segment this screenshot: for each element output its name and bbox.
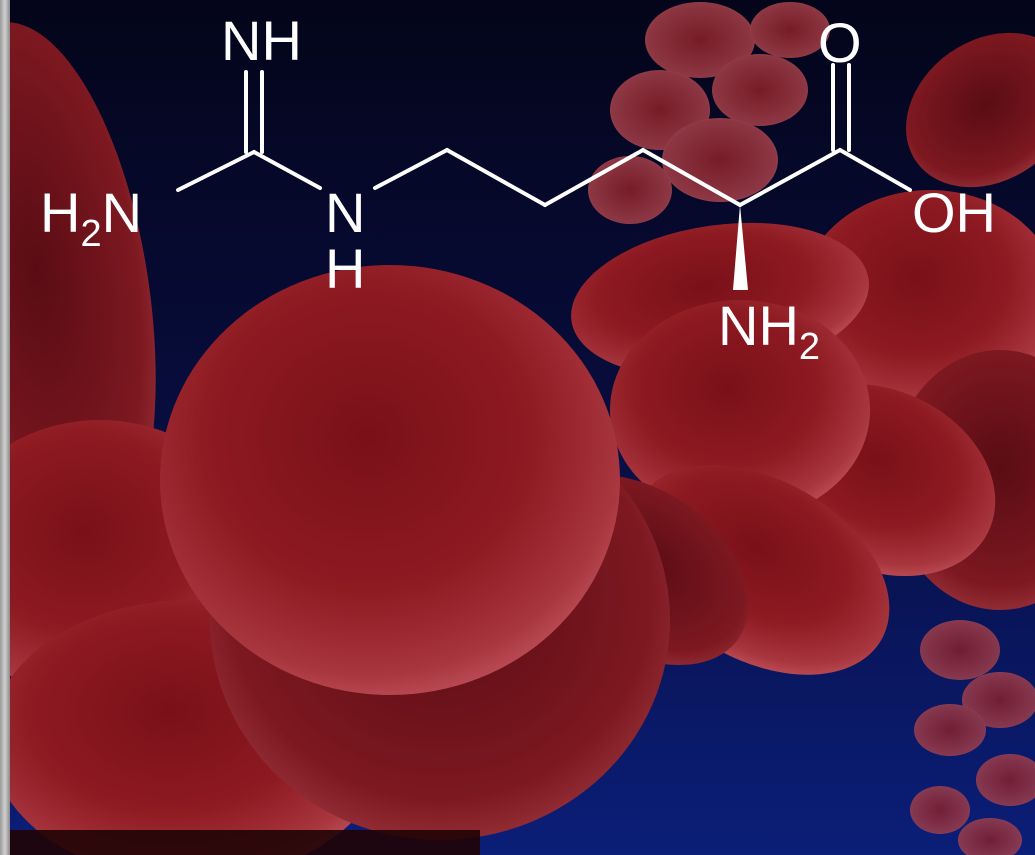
label-carbonyl-o: O	[818, 11, 862, 74]
svg-text:NH: NH	[221, 9, 302, 72]
bottom-shadow	[0, 830, 480, 855]
wedge-bond	[733, 205, 748, 290]
cell-cluster-top	[588, 2, 830, 224]
svg-text:N: N	[325, 181, 365, 244]
label-amine-left: H2N	[40, 181, 142, 255]
bonds	[176, 63, 912, 207]
svg-text:H2N: H2N	[40, 181, 142, 255]
label-nh-amine: N H	[325, 181, 365, 300]
label-imine: NH	[221, 9, 302, 72]
left-frame-bar	[0, 0, 10, 855]
label-alpha-amine: NH2	[718, 294, 820, 368]
label-hydroxyl: OH	[912, 181, 996, 244]
svg-text:H: H	[325, 237, 365, 300]
cells-left	[0, 22, 390, 855]
svg-text:OH: OH	[912, 181, 996, 244]
svg-text:O: O	[818, 11, 862, 74]
cell-center	[160, 265, 670, 840]
cell-cluster-bottom-right	[910, 620, 1035, 855]
cells-right	[764, 32, 1035, 610]
svg-text:NH2: NH2	[718, 294, 820, 368]
